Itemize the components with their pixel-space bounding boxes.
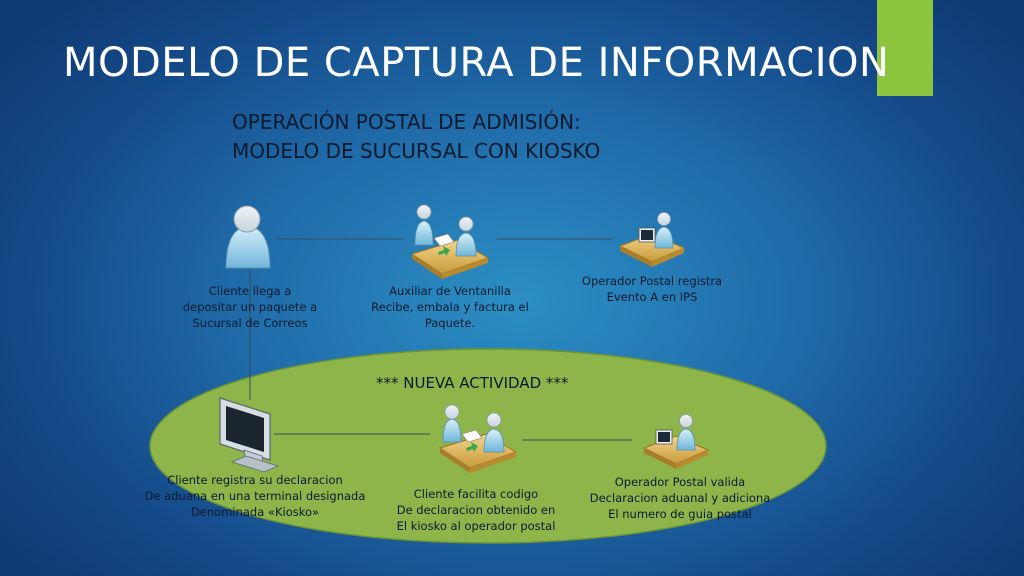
postal-operator-icon bbox=[642, 414, 710, 469]
postal-operator-icon bbox=[618, 212, 686, 267]
step-caption-operator: Operador Postal registra Evento A en IPS bbox=[581, 274, 723, 304]
step-caption-clerk: Auxiliar de Ventanilla Recibe, embala y … bbox=[371, 284, 529, 330]
accent-bar bbox=[877, 0, 933, 96]
kiosk-monitor-icon bbox=[219, 397, 280, 473]
new-activity-label: *** NUEVA ACTIVIDAD *** bbox=[376, 374, 569, 392]
customer-icon bbox=[225, 205, 271, 269]
counter-clerk-icon bbox=[410, 204, 490, 279]
step-caption-validate: Operador Postal valida Declaracion aduan… bbox=[589, 475, 771, 521]
diagram-heading-line1: OPERACIÓN POSTAL DE ADMISIÓN: bbox=[232, 110, 581, 134]
counter-clerk-icon bbox=[438, 404, 518, 473]
step-caption-code: Cliente facilita codigo De declaracion o… bbox=[396, 487, 556, 533]
diagram-heading-line2: MODELO DE SUCURSAL CON KIOSKO bbox=[232, 139, 601, 163]
slide-title: MODELO DE CAPTURA DE INFORMACION bbox=[63, 40, 890, 86]
step-caption-customer: Cliente llega a depositar un paquete a S… bbox=[182, 284, 318, 330]
step-caption-kiosk: Cliente registra su declaracion De aduan… bbox=[144, 473, 366, 519]
